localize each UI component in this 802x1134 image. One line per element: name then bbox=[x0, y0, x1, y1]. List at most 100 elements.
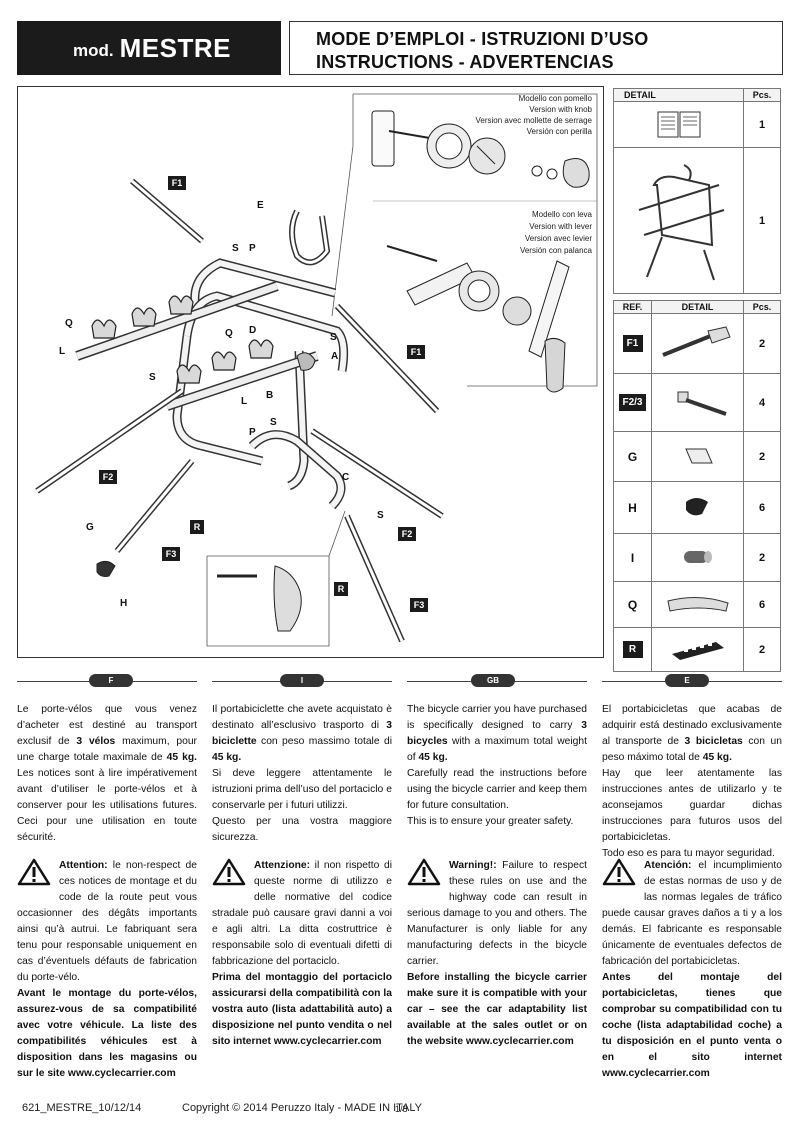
ref-tag: R bbox=[622, 641, 643, 658]
label-S: S bbox=[149, 372, 156, 383]
label-C: C bbox=[342, 472, 349, 483]
detail-header: DETAIL bbox=[651, 300, 744, 314]
model-prefix: mod. bbox=[73, 41, 114, 60]
pcs-header: Pcs. bbox=[743, 88, 781, 102]
label-L: L bbox=[59, 346, 65, 357]
warning-es: Atención: el incumplimiento de estas nor… bbox=[602, 858, 782, 1082]
knob-version-label: Version with knob bbox=[529, 105, 592, 114]
svg-text:F3: F3 bbox=[414, 600, 425, 610]
warning-icon bbox=[17, 858, 51, 892]
pcs-value: 1 bbox=[743, 147, 781, 294]
warning-it: Attenzione: il non rispetto di queste no… bbox=[212, 858, 392, 1050]
pcs-value: 2 bbox=[743, 533, 781, 582]
detail-header: DETAIL bbox=[613, 88, 744, 102]
intro-gb: The bicycle carrier you have purchased i… bbox=[407, 704, 587, 827]
ref-header: REF. bbox=[613, 300, 652, 314]
table-row: 1 bbox=[613, 147, 781, 294]
svg-text:R: R bbox=[338, 584, 345, 594]
end-cap-icon bbox=[651, 533, 744, 582]
label-F3b: F3 bbox=[410, 598, 428, 612]
compatibility-note-fr: Avant le montage du porte-vélos, assurez… bbox=[17, 988, 197, 1079]
knob-version-label: Modello con pomello bbox=[519, 94, 593, 103]
pcs-header: Pcs. bbox=[743, 300, 781, 314]
knob-version-labels: Modello con pomello Version with knob Ve… bbox=[475, 94, 592, 136]
label-D: D bbox=[249, 325, 256, 336]
title-line-1: MODE D’EMPLOI - ISTRUZIONI D’USO bbox=[316, 29, 649, 49]
compatibility-note-it: Prima del montaggio del portaciclo assic… bbox=[212, 972, 392, 1047]
lever-detail-drawing bbox=[386, 245, 570, 393]
label-S: S bbox=[270, 417, 277, 428]
ref-letter: H bbox=[628, 500, 637, 515]
ref-letter: Q bbox=[627, 597, 638, 612]
parts-top-table: DETAIL Pcs. 1 1 bbox=[613, 88, 781, 294]
pcs-value: 2 bbox=[743, 313, 781, 374]
ref-letter: I bbox=[630, 550, 635, 565]
knob-version-label: Version avec mollette de serrage bbox=[475, 116, 592, 125]
lang-label-gb: GB bbox=[471, 674, 515, 687]
svg-text:R: R bbox=[194, 522, 201, 532]
svg-text:F1: F1 bbox=[411, 347, 422, 357]
clip-icon bbox=[651, 431, 744, 482]
inset-detail bbox=[206, 510, 346, 647]
lever-version-labels: Modello con leva Version with lever Vers… bbox=[520, 210, 593, 255]
knob-version-label: Versión con perilla bbox=[527, 127, 593, 136]
lang-label-es: E bbox=[665, 674, 709, 687]
label-F1b: F1 bbox=[407, 345, 425, 359]
svg-text:F1: F1 bbox=[172, 178, 183, 188]
lever-version-label: Modello con leva bbox=[532, 210, 593, 219]
intro-it: Il portabiciclette che avete acquistato … bbox=[212, 704, 392, 843]
parts-list: DETAIL Pcs. 1 1 REF. DETAIL Pcs. F1 bbox=[613, 88, 781, 672]
assembly-diagram: Modello con pomello Version with knob Ve… bbox=[17, 86, 604, 658]
label-E: E bbox=[257, 200, 264, 211]
page-number: 1/8 bbox=[395, 1104, 408, 1114]
intro-es: El portabicicletas que acabas de adquiri… bbox=[602, 704, 782, 859]
label-L: L bbox=[241, 396, 247, 407]
label-Q: Q bbox=[65, 318, 73, 329]
ref-tag: F1 bbox=[622, 335, 643, 352]
bike-carrier-icon bbox=[613, 147, 744, 294]
label-A: A bbox=[331, 351, 338, 362]
title-line-2: INSTRUCTIONS - ADVERTENCIAS bbox=[316, 52, 614, 72]
table-row: F1 2 bbox=[613, 313, 781, 374]
label-P: P bbox=[249, 243, 256, 254]
table-row: H 6 bbox=[613, 481, 781, 534]
pcs-value: 2 bbox=[743, 431, 781, 482]
document-code: 621_MESTRE_10/12/14 bbox=[22, 1102, 142, 1114]
label-R1: R bbox=[190, 520, 204, 534]
rubber-strap-icon bbox=[651, 581, 744, 628]
table-row: Q 6 bbox=[613, 581, 781, 628]
table-row: G 2 bbox=[613, 431, 781, 482]
table-row: 1 bbox=[613, 101, 781, 148]
warning-gb: Warning!: Failure to respect these rules… bbox=[407, 858, 587, 1050]
warning-icon bbox=[407, 858, 441, 892]
pcs-value: 6 bbox=[743, 481, 781, 534]
lever-version-label: Versión con palanca bbox=[520, 246, 593, 255]
lever-version-label: Version with lever bbox=[529, 222, 592, 231]
label-F1a: F1 bbox=[168, 176, 186, 190]
strap-buckle-icon bbox=[651, 313, 744, 374]
label-Q: Q bbox=[225, 328, 233, 339]
ref-letter: G bbox=[627, 449, 638, 464]
label-R2: R bbox=[334, 582, 348, 596]
intro-fr: Le porte-vélos que vous venez d’acheter … bbox=[17, 704, 197, 843]
copyright: Copyright © 2014 Peruzzo Italy - MADE IN… bbox=[182, 1102, 423, 1114]
knob-detail-drawing bbox=[371, 110, 590, 188]
label-B: B bbox=[266, 390, 273, 401]
label-P: P bbox=[249, 427, 256, 438]
pad-icon bbox=[651, 627, 744, 672]
ref-tag: F2/3 bbox=[619, 394, 646, 411]
label-S: S bbox=[232, 243, 239, 254]
label-F2b: F2 bbox=[398, 527, 416, 541]
svg-text:F2: F2 bbox=[402, 529, 413, 539]
label-S: S bbox=[377, 510, 384, 521]
lang-label-fr: F bbox=[89, 674, 133, 687]
strap-hook-icon bbox=[651, 373, 744, 432]
pcs-value: 2 bbox=[743, 627, 781, 672]
pcs-value: 1 bbox=[743, 101, 781, 148]
warning-icon bbox=[602, 858, 636, 892]
label-G: G bbox=[86, 522, 94, 533]
svg-text:F2: F2 bbox=[103, 472, 114, 482]
compatibility-note-es: Antes del montaje del portabicicletas, t… bbox=[602, 972, 782, 1079]
warning-icon bbox=[212, 858, 246, 892]
label-H: H bbox=[120, 598, 127, 609]
